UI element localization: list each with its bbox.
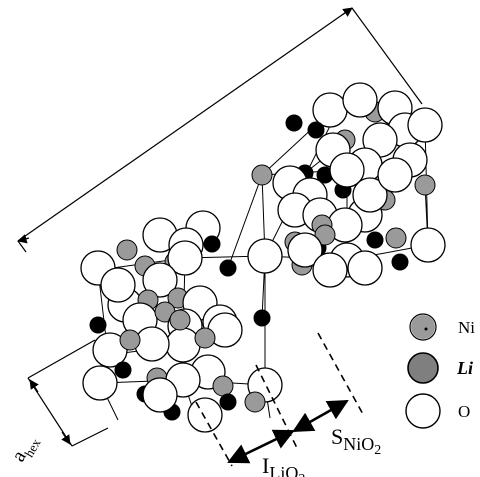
oxygen-atom <box>142 262 178 298</box>
oxygen-atom <box>347 250 383 286</box>
oxygen-atom <box>165 327 201 363</box>
oxygen-atom <box>407 107 443 143</box>
nickel-atom <box>212 375 234 397</box>
s-nio2-arrow <box>292 399 349 433</box>
lithium-atom <box>219 259 237 277</box>
nickel-atom <box>116 239 138 261</box>
nickel-atom <box>251 164 273 186</box>
lithium-atom <box>253 309 271 327</box>
oxygen-atom <box>247 238 283 274</box>
oxygen-atom <box>352 177 388 213</box>
oxygen-atom <box>329 152 365 188</box>
lattice-bracket <box>17 7 423 253</box>
svg-text:ahex: ahex <box>7 430 44 467</box>
atoms-layer <box>80 82 446 433</box>
ni-atom-icon <box>411 315 435 339</box>
a-hex-label: ahex <box>7 430 44 467</box>
oxygen-atom <box>82 365 118 401</box>
i-lio2-arrow <box>227 429 295 464</box>
lithium-atom <box>219 393 237 411</box>
lithium-atom <box>114 361 132 379</box>
li-atom-icon <box>407 352 439 384</box>
o-atom-icon <box>405 393 441 429</box>
oxygen-atom <box>100 267 136 303</box>
a-hex-bracket <box>27 339 109 447</box>
oxygen-atom <box>312 252 348 288</box>
oxygen-atom <box>410 227 446 263</box>
legend-item-o: O <box>405 393 470 429</box>
lithium-atom <box>366 231 384 249</box>
lithium-atom <box>89 316 107 334</box>
nickel-atom <box>314 224 336 246</box>
oxygen-atom <box>342 82 378 118</box>
nickel-atom <box>244 391 266 413</box>
lithium-atom <box>307 121 325 139</box>
oxygen-atom <box>134 326 170 362</box>
nickel-atom <box>119 329 141 351</box>
legend-label-ni: Ni <box>458 318 475 337</box>
legend-label-li: Li <box>456 358 473 378</box>
lithium-atom <box>285 114 303 132</box>
oxygen-atom <box>187 397 223 433</box>
lattice-edge <box>227 174 263 269</box>
legend-item-li: Li <box>407 352 473 384</box>
legend: Ni Li O <box>405 313 475 429</box>
layer-spacing-guides <box>195 332 365 467</box>
legend-item-ni: Ni <box>409 313 475 341</box>
nickel-atom <box>169 309 191 331</box>
nickel-atom <box>194 327 216 349</box>
oxygen-atom <box>167 240 203 276</box>
i-lio2-label: ILiO2 <box>262 453 305 477</box>
oxygen-atom <box>377 157 413 193</box>
nickel-atom <box>414 174 436 196</box>
nickel-atom <box>385 227 407 249</box>
lithium-atom <box>203 235 221 253</box>
lithium-atom <box>391 253 409 271</box>
oxygen-atom <box>287 232 323 268</box>
legend-label-o: O <box>458 402 470 421</box>
s-nio2-label: SNiO2 <box>331 424 381 458</box>
oxygen-atom <box>142 377 178 413</box>
